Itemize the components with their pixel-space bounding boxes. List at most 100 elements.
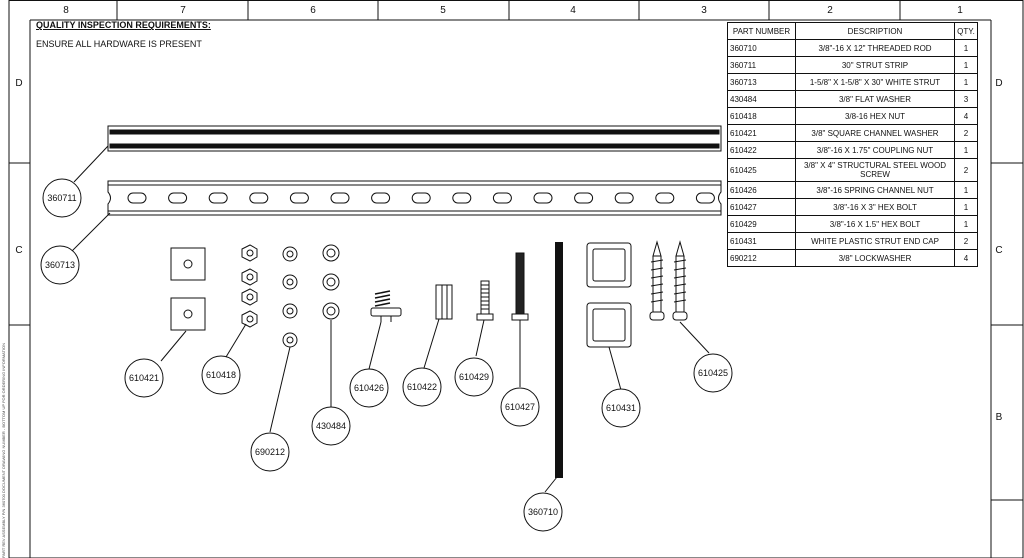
strut-strip-part <box>107 125 722 152</box>
bom-qty: 2 <box>954 158 978 182</box>
balloons <box>40 178 733 532</box>
balloon-label: 360711 <box>47 193 76 203</box>
zone-dividers <box>9 0 1023 501</box>
bom-qty: 1 <box>954 73 978 91</box>
strut-slot <box>289 192 309 204</box>
inspection-title: QUALITY INSPECTION REQUIREMENTS: <box>36 20 211 30</box>
bom-part-number: 610426 <box>727 181 796 199</box>
bom-header-part-number: PART NUMBER <box>727 22 796 40</box>
bom-description: 3/8-16 HEX NUT <box>795 107 955 125</box>
bom-part-number: 360710 <box>727 39 796 57</box>
bom-qty: 1 <box>954 56 978 74</box>
side-margin-text: PART REV ASSEMBLY P/N 360700 DOCUMENT DR… <box>1 205 9 558</box>
flat-washer-part <box>322 244 340 320</box>
bom-qty: 3 <box>954 90 978 108</box>
zone-col-label: 4 <box>570 5 576 16</box>
zone-col-label: 7 <box>180 5 186 16</box>
bom-description: 3/8"-16 X 1.5" HEX BOLT <box>795 215 955 233</box>
long-bolt-part <box>511 252 529 321</box>
bom-qty: 1 <box>954 141 978 159</box>
strut-slot <box>655 192 675 204</box>
balloon-label: 360713 <box>45 260 75 270</box>
bom-part-number: 430484 <box>727 90 796 108</box>
bom-qty: 2 <box>954 124 978 142</box>
bom-part-number: 610422 <box>727 141 796 159</box>
zone-col-label: 3 <box>701 5 707 16</box>
drawing-frame <box>8 0 1024 558</box>
balloon-label: 610429 <box>459 372 489 382</box>
strut-slots <box>127 192 715 204</box>
square-washer-part <box>170 247 206 331</box>
zone-labels: 8 7 6 5 4 3 2 1 D C D C B <box>15 5 1002 423</box>
balloon-label: 610431 <box>606 403 636 413</box>
bom-part-number: 690212 <box>727 249 796 267</box>
balloon-labels: 360711 360713 610421 610418 690212 43048… <box>45 193 728 517</box>
strut-slot <box>330 192 350 204</box>
bom-row: 610421 3/8" SQUARE CHANNEL WASHER 2 <box>727 124 978 142</box>
balloon-label: 610427 <box>505 402 535 412</box>
bom-row: 610418 3/8-16 HEX NUT 4 <box>727 107 978 125</box>
zone-col-label: 2 <box>827 5 833 16</box>
strut-slot <box>533 192 553 204</box>
bom-part-number: 610425 <box>727 158 796 182</box>
bom-description: 30" STRUT STRIP <box>795 56 955 74</box>
inspection-note: ENSURE ALL HARDWARE IS PRESENT <box>36 39 202 49</box>
bom-part-number: 360713 <box>727 73 796 91</box>
wood-screw-part <box>649 240 688 321</box>
strut-slot <box>249 192 269 204</box>
coupling-nut-part <box>435 284 453 320</box>
bom-part-number: 610427 <box>727 198 796 216</box>
strut-slot <box>168 192 188 204</box>
bom-description: 3/8"-16 X 12" THREADED ROD <box>795 39 955 57</box>
zone-col-label: 6 <box>310 5 316 16</box>
white-strut-part <box>107 180 722 216</box>
zone-col-label: 1 <box>957 5 963 16</box>
bom-row: 610429 3/8"-16 X 1.5" HEX BOLT 1 <box>727 215 978 233</box>
bom-part-number: 360711 <box>727 56 796 74</box>
zone-row-label: D <box>15 78 22 89</box>
bom-row: 610426 3/8"-16 SPRING CHANNEL NUT 1 <box>727 181 978 199</box>
zone-col-label: 5 <box>440 5 446 16</box>
bom-row: 690212 3/8" LOCKWASHER 4 <box>727 249 978 267</box>
balloon-label: 610418 <box>206 370 236 380</box>
zone-row-label: B <box>996 412 1003 423</box>
lockwasher-part <box>282 246 298 348</box>
strut-slot <box>614 192 634 204</box>
zone-row-label: D <box>995 78 1002 89</box>
bom-description: 1-5/8" X 1-5/8" X 30" WHITE STRUT <box>795 73 955 91</box>
bom-description: 3/8" SQUARE CHANNEL WASHER <box>795 124 955 142</box>
bom-qty: 2 <box>954 232 978 250</box>
bom-description: 3/8" X 4" STRUCTURAL STEEL WOOD SCREW <box>795 158 955 182</box>
bom-description: 3/8" LOCKWASHER <box>795 249 955 267</box>
bom-qty: 1 <box>954 198 978 216</box>
bom-description: 3/8"-16 X 1.75" COUPLING NUT <box>795 141 955 159</box>
bom-description: WHITE PLASTIC STRUT END CAP <box>795 232 955 250</box>
bom-row: 610422 3/8"-16 X 1.75" COUPLING NUT 1 <box>727 141 978 159</box>
bom-row: 360710 3/8"-16 X 12" THREADED ROD 1 <box>727 39 978 57</box>
strut-slot <box>208 192 228 204</box>
bom-row: 430484 3/8" FLAT WASHER 3 <box>727 90 978 108</box>
bom-row: 360713 1-5/8" X 1-5/8" X 30" WHITE STRUT… <box>727 73 978 91</box>
balloon-label: 610426 <box>354 383 384 393</box>
side-margin-label: PART REV ASSEMBLY P/N 360700 DOCUMENT DR… <box>1 343 6 558</box>
bom-description: 3/8"-16 X 3" HEX BOLT <box>795 198 955 216</box>
strut-slot <box>411 192 431 204</box>
bom-qty: 1 <box>954 215 978 233</box>
strut-slot <box>695 192 715 204</box>
balloon-label: 690212 <box>255 447 285 457</box>
bom-description: 3/8"-16 SPRING CHANNEL NUT <box>795 181 955 199</box>
zone-row-label: C <box>995 245 1002 256</box>
bill-of-materials: PART NUMBER DESCRIPTION QTY. 360710 3/8"… <box>727 22 978 267</box>
bom-part-number: 610418 <box>727 107 796 125</box>
bom-part-number: 610421 <box>727 124 796 142</box>
bom-row: 610427 3/8"-16 X 3" HEX BOLT 1 <box>727 198 978 216</box>
balloon-label: 610425 <box>698 368 728 378</box>
strut-slot <box>492 192 512 204</box>
balloon-label: 610421 <box>129 373 159 383</box>
bom-description: 3/8" FLAT WASHER <box>795 90 955 108</box>
strut-slot <box>371 192 391 204</box>
zone-row-label: C <box>15 245 22 256</box>
bom-header-row: PART NUMBER DESCRIPTION QTY. <box>727 22 978 40</box>
strut-slot <box>452 192 472 204</box>
